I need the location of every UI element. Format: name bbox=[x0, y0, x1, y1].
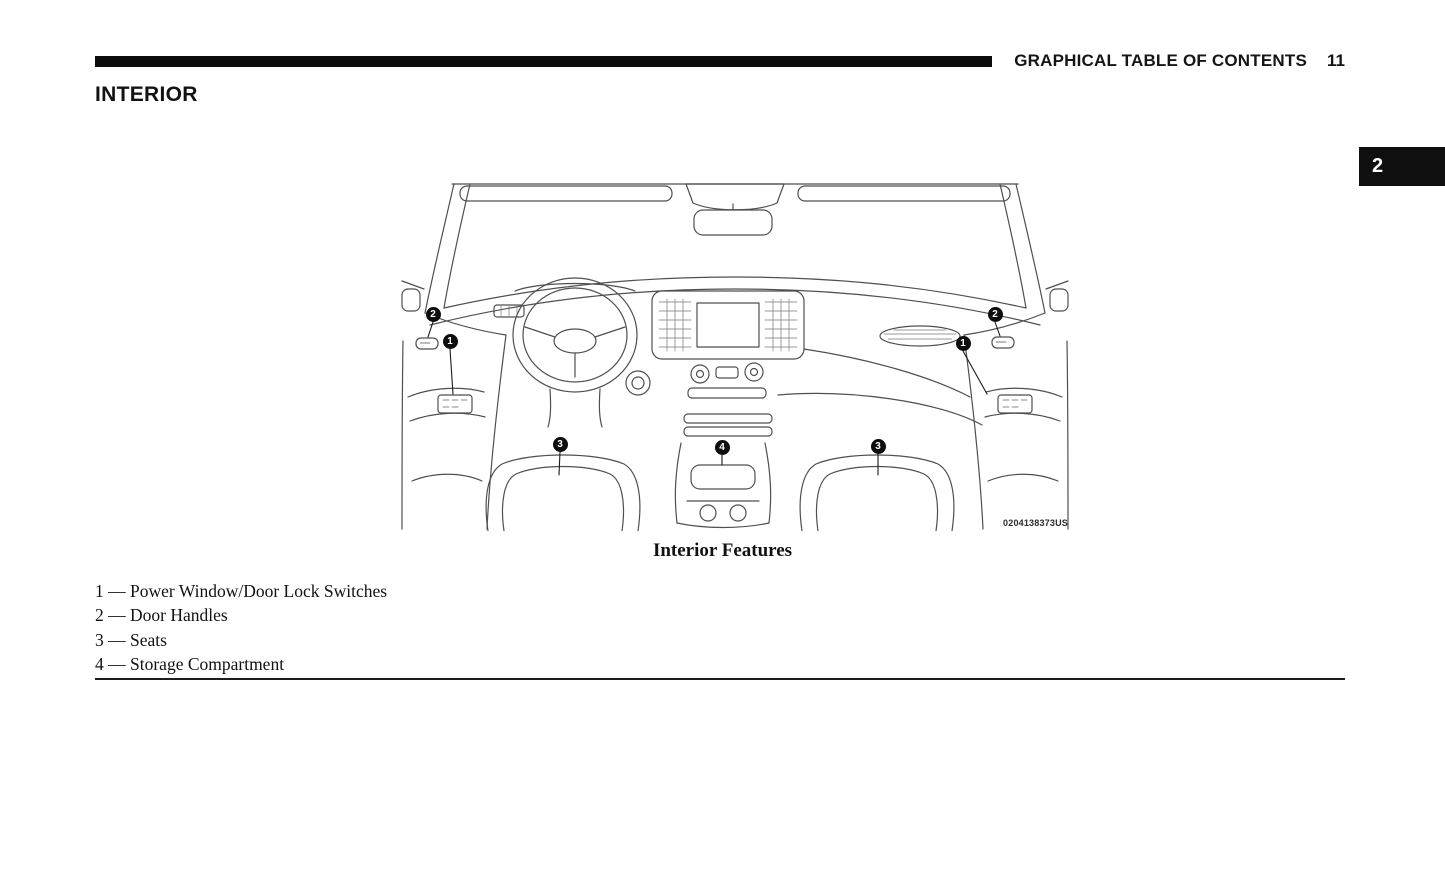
header-title: GRAPHICAL TABLE OF CONTENTS bbox=[1014, 51, 1308, 70]
overhead-console bbox=[685, 183, 785, 211]
window-switch-panel-left bbox=[437, 394, 473, 414]
storage-compartment bbox=[690, 464, 756, 490]
center-console bbox=[674, 442, 772, 529]
legend-item: 4 — Storage Compartment bbox=[95, 652, 387, 676]
sun-visor-left bbox=[459, 185, 673, 202]
steering-wheel bbox=[512, 277, 638, 428]
cupholder bbox=[729, 504, 747, 522]
legend-item-label: Power Window/Door Lock Switches bbox=[130, 581, 388, 601]
legend-item: 3 — Seats bbox=[95, 628, 387, 652]
chapter-tab-label: 2 bbox=[1372, 155, 1384, 177]
right-door bbox=[963, 312, 1069, 530]
legend-item-separator: — bbox=[108, 605, 126, 626]
callout-marker-seat-left: 3 bbox=[552, 436, 568, 452]
front-seats bbox=[485, 454, 955, 531]
interior-figure: 2 1 2 1 3 3 4 0204138373US bbox=[400, 181, 1070, 531]
legend-item-label: Seats bbox=[130, 629, 167, 650]
dashboard bbox=[429, 276, 1041, 426]
passenger-air-vent bbox=[879, 325, 961, 347]
a-pillars bbox=[424, 183, 1046, 314]
legend-item-separator: — bbox=[108, 629, 126, 650]
figure-watermark: 0204138373US bbox=[1003, 518, 1068, 528]
left-door bbox=[401, 312, 507, 530]
legend-item-number: 4 bbox=[95, 653, 104, 674]
header-rule-bar bbox=[95, 55, 993, 67]
sun-visor-right bbox=[797, 185, 1011, 202]
cupholder bbox=[699, 504, 717, 522]
callout-marker-window-switch-right: 1 bbox=[955, 335, 971, 351]
legend-item-number: 1 bbox=[95, 581, 104, 601]
window-switch-panel-right bbox=[997, 394, 1033, 414]
left-seat bbox=[485, 454, 641, 531]
chapter-tab: 2 bbox=[1359, 147, 1445, 186]
section-title: INTERIOR bbox=[95, 83, 198, 106]
legend-item-number: 2 bbox=[95, 605, 104, 626]
side-mirrors bbox=[401, 280, 1069, 312]
legend-item-label: Storage Compartment bbox=[130, 653, 285, 674]
callout-marker-storage: 4 bbox=[714, 439, 730, 455]
door-handle-right bbox=[991, 336, 1015, 349]
legend-list: 1 — Power Window/Door Lock Switches 2 — … bbox=[95, 579, 387, 676]
rearview-mirror bbox=[693, 203, 773, 236]
callout-marker-door-handle-left: 2 bbox=[425, 306, 441, 322]
headliner bbox=[451, 183, 1019, 211]
legend-item-number: 3 bbox=[95, 629, 104, 650]
callout-marker-seat-right: 3 bbox=[870, 438, 886, 454]
vehicle-interior-drawing bbox=[401, 183, 1069, 531]
right-seat bbox=[799, 454, 955, 531]
center-stack bbox=[651, 290, 805, 437]
touchscreen bbox=[696, 302, 760, 348]
door-handle-left bbox=[415, 337, 439, 350]
page-number: 11 bbox=[1327, 51, 1345, 70]
instrument-cluster bbox=[514, 282, 636, 292]
legend-item-separator: — bbox=[108, 581, 126, 601]
page-header: GRAPHICAL TABLE OF CONTENTS 11 bbox=[95, 51, 1345, 71]
legend-item: 2 — Door Handles bbox=[95, 603, 387, 627]
callout-marker-window-switch-left: 1 bbox=[442, 333, 458, 349]
legend-item-separator: — bbox=[108, 653, 126, 674]
gear-shifter bbox=[625, 370, 651, 396]
figure-caption: Interior Features bbox=[652, 540, 793, 561]
legend-item-label: Door Handles bbox=[130, 605, 228, 626]
callout-marker-door-handle-right: 2 bbox=[987, 306, 1003, 322]
callout-leader-lines bbox=[427, 321, 1001, 476]
bottom-rule bbox=[95, 678, 1345, 680]
legend-item: 1 — Power Window/Door Lock Switches bbox=[95, 579, 387, 603]
